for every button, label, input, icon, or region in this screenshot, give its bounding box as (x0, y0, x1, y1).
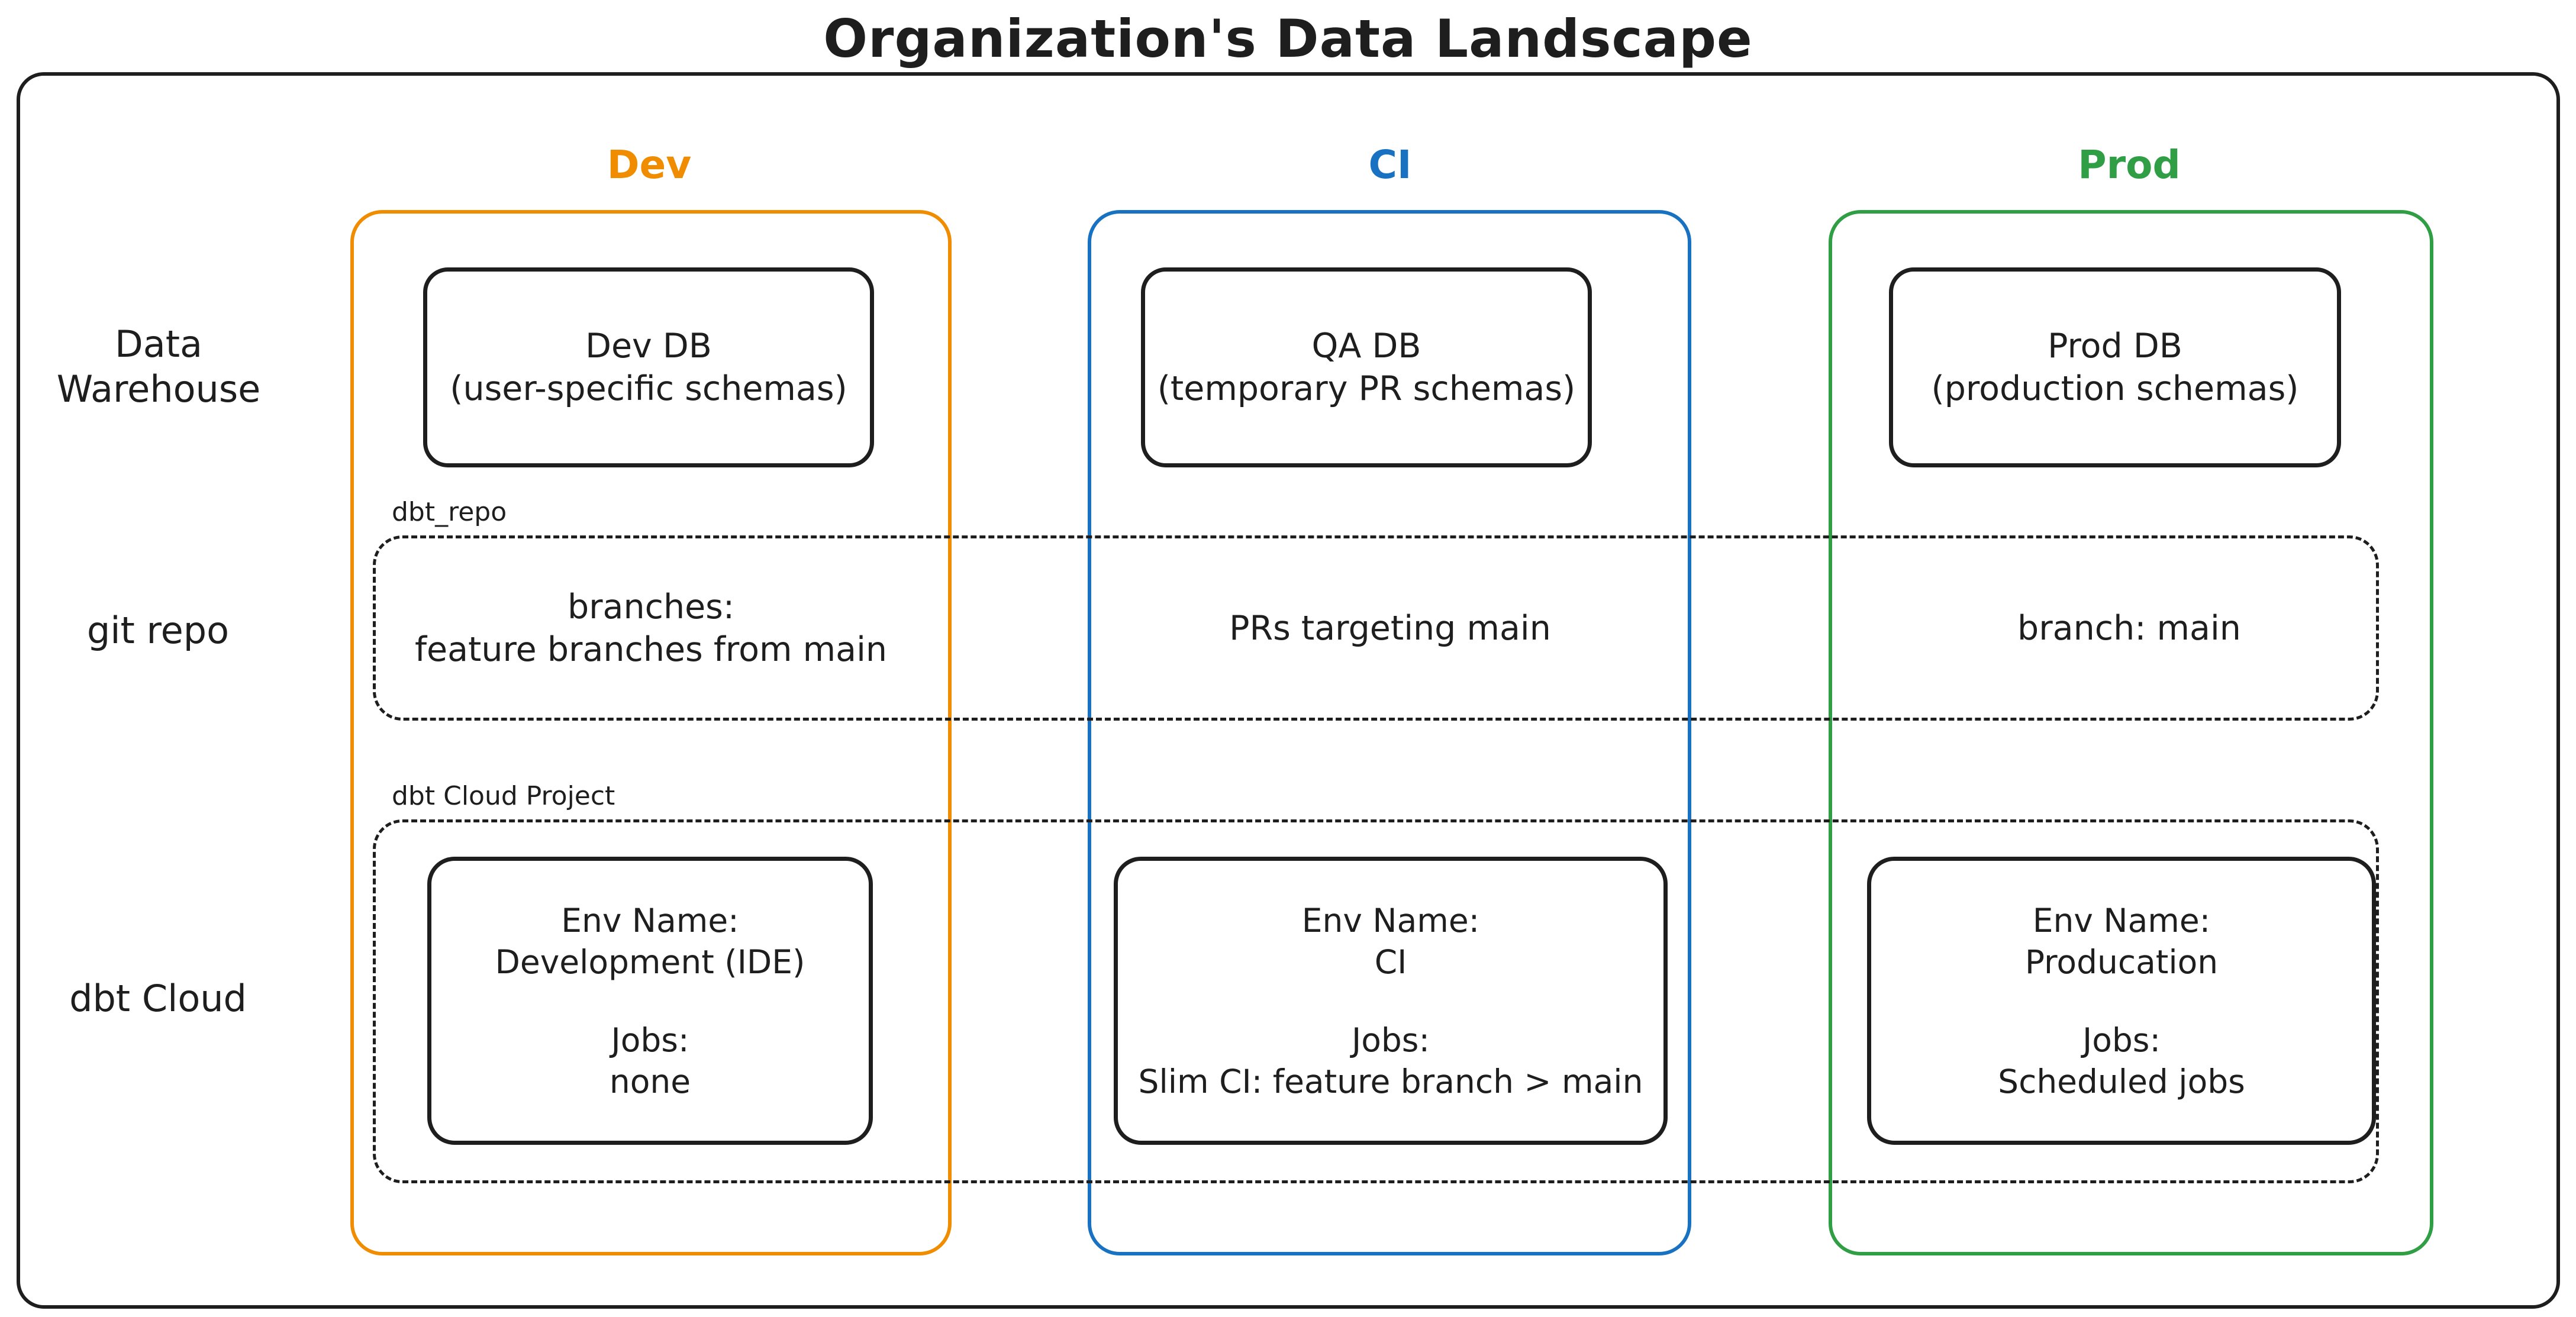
dbt-repo-dashed-box (373, 535, 2379, 721)
row-label-dbt-cloud: dbt Cloud (69, 977, 247, 1020)
dev-jobs-label: Jobs: (611, 1021, 689, 1059)
row-label-git-repo: git repo (86, 609, 230, 652)
git-repo-dev-line2: feature branches from main (414, 630, 888, 669)
dev-env-name-value: Development (IDE) (495, 942, 805, 981)
prod-env-name-value: Producation (2024, 942, 2219, 981)
row-label-data-warehouse: Data Warehouse (57, 322, 261, 412)
dev-db-title: Dev DB (585, 327, 712, 366)
prod-db-box: Prod DB (production schemas) (1889, 267, 2341, 467)
column-header-ci: CI (1368, 142, 1412, 188)
qa-db-box: QA DB (temporary PR schemas) (1141, 267, 1592, 467)
ci-environment-box: Env Name: CI Jobs: Slim CI: feature bran… (1114, 857, 1668, 1145)
column-box-dev (350, 210, 952, 1255)
ci-jobs-label: Jobs: (1352, 1021, 1430, 1059)
row-label-data-warehouse-line1: Data (114, 322, 203, 366)
ci-env-name-label: Env Name: (1301, 901, 1480, 940)
dev-environment-box: Env Name: Development (IDE) Jobs: none (427, 857, 873, 1145)
column-box-ci (1088, 210, 1691, 1255)
dev-jobs-value: none (609, 1062, 691, 1100)
prod-env-name-label: Env Name: (2032, 901, 2211, 940)
outer-frame (17, 72, 2560, 1309)
prod-environment-box: Env Name: Producation Jobs: Scheduled jo… (1867, 857, 2376, 1145)
dbt-cloud-project-dashed-box (373, 819, 2379, 1183)
ci-jobs-value: Slim CI: feature branch > main (1138, 1062, 1643, 1100)
dev-env-name-label: Env Name: (561, 901, 739, 940)
qa-db-title: QA DB (1311, 327, 1421, 366)
ci-env-name-value: CI (1374, 942, 1407, 981)
git-repo-ci-text: PRs targeting main (1229, 609, 1551, 648)
git-repo-dev-line1: branches: (567, 588, 735, 627)
git-repo-dev-text: branches: feature branches from main (415, 586, 887, 671)
row-label-data-warehouse-line2: Warehouse (56, 367, 261, 411)
diagram-title: Organization's Data Landscape (823, 8, 1753, 69)
qa-db-subtitle: (temporary PR schemas) (1157, 369, 1576, 408)
git-repo-prod-text: branch: main (2017, 609, 2241, 648)
dev-db-box: Dev DB (user-specific schemas) (423, 267, 874, 467)
column-header-prod: Prod (2078, 142, 2181, 188)
column-header-dev: Dev (607, 142, 692, 188)
prod-db-title: Prod DB (2048, 327, 2182, 366)
column-box-prod (1829, 210, 2433, 1255)
dbt-repo-label: dbt_repo (392, 497, 507, 527)
prod-jobs-value: Scheduled jobs (1998, 1062, 2245, 1100)
prod-jobs-label: Jobs: (2082, 1021, 2161, 1059)
dev-db-subtitle: (user-specific schemas) (450, 369, 847, 408)
dbt-cloud-project-label: dbt Cloud Project (392, 781, 615, 811)
prod-db-subtitle: (production schemas) (1931, 369, 2299, 408)
